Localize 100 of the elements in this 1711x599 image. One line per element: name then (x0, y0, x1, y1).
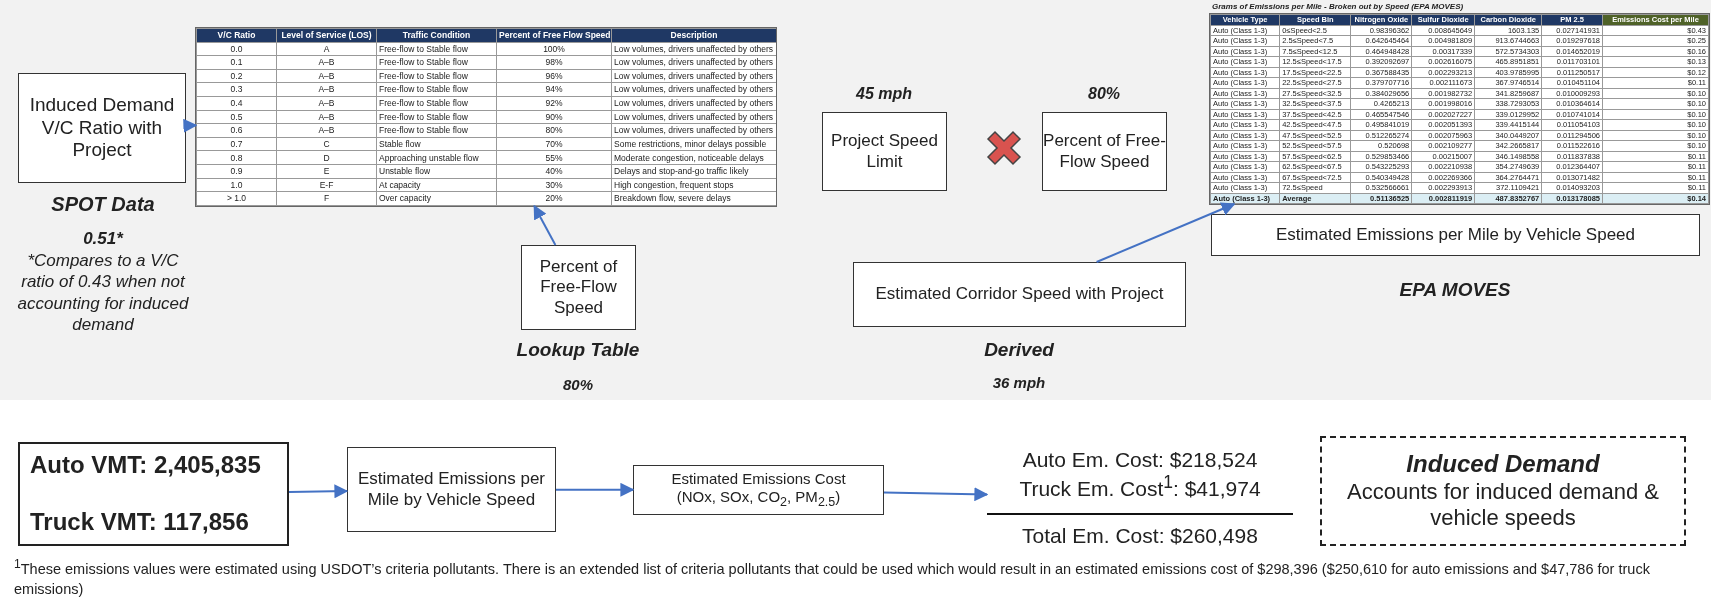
table-cell: Some restrictions, minor delays possible (611, 137, 777, 151)
table-cell: 40% (496, 164, 612, 179)
table-cell: Breakdown flow, severe delays (611, 191, 777, 206)
process-box (347, 447, 556, 532)
node-text: Induced Demand V/C Ratio with Project (28, 93, 176, 163)
table-cell: Stable flow (376, 137, 497, 151)
node-text: Project Speed Limit (830, 131, 939, 172)
node-text: Estimated Emissions per Mile by Vehicle Speed (1275, 224, 1636, 246)
node-text: Percent of Free-Flow Speed (1043, 131, 1166, 172)
table-cell: 20% (496, 191, 612, 206)
table-cell: 55% (496, 151, 612, 165)
process-box (633, 465, 884, 515)
table-cell: 0.7 (196, 137, 277, 151)
source-label: EPA MOVES (1399, 278, 1511, 302)
node-text: Estimated Emissions per Mile by Vehicle Speed (356, 469, 547, 510)
table-cell: Unstable flow (376, 164, 497, 179)
table-cell: 0.2 (196, 69, 277, 83)
table-cell: Delays and stop-and-go traffic likely (611, 164, 777, 179)
table-cell: 98% (496, 55, 612, 70)
table-cell: C (276, 137, 377, 151)
result-summary (987, 450, 1293, 545)
table-cell: Low volumes, drivers unaffected by others (611, 110, 777, 124)
table-cell: Approaching unstable flow (376, 151, 497, 165)
table-cell: Low volumes, drivers unaffected by others (611, 96, 777, 111)
table-cell: Low volumes, drivers unaffected by others (611, 69, 777, 83)
table-cell: Low volumes, drivers unaffected by others (611, 55, 777, 70)
arrow (183, 118, 198, 133)
note-box (1320, 436, 1686, 546)
table-cell: Free-flow to Stable flow (376, 69, 497, 83)
table-cell: 90% (496, 110, 612, 124)
column-header: Level of Service (LOS) (276, 28, 377, 43)
process-box (18, 442, 289, 546)
table-cell: 92% (496, 96, 612, 111)
column-header: Percent of Free Flow Speed (496, 28, 612, 43)
table-cell: F (276, 191, 377, 206)
node-text: Accounts for induced demand & vehicle speeds (1346, 479, 1660, 532)
table-cell: 0.1 (196, 55, 277, 70)
table-cell: A–B (276, 82, 377, 97)
arrow (533, 204, 557, 246)
table-cell: Free-flow to Stable flow (376, 55, 497, 70)
table-cell: 1.0 (196, 178, 277, 192)
process-box (521, 245, 636, 330)
table-cell: At capacity (376, 178, 497, 192)
table-cell: 100% (496, 42, 612, 56)
node-text: Auto Em. Cost: $218,524 (1022, 446, 1258, 472)
value-label: 0.51* (83, 228, 123, 250)
arrow (1095, 202, 1236, 263)
table-cell: 0.9 (196, 164, 277, 179)
table-cell: 0.5 (196, 110, 277, 124)
table-cell: Low volumes, drivers unaffected by others (611, 42, 777, 56)
table-cell: A–B (276, 55, 377, 70)
value-label: 36 mph (992, 374, 1046, 393)
source-label: Derived (984, 338, 1054, 362)
column-header: Description (611, 28, 777, 43)
table-cell: Moderate congestion, noticeable delays (611, 151, 777, 165)
table-cell: 0.0 (196, 42, 277, 56)
table-cell: 70% (496, 137, 612, 151)
column-header: Traffic Condition (376, 28, 497, 43)
data-table (1210, 14, 1709, 204)
process-box (1042, 112, 1167, 191)
table-cell: Low volumes, drivers unaffected by others (611, 82, 777, 97)
table-cell: 0.4 (196, 96, 277, 111)
column-header: V/C Ratio (196, 28, 277, 43)
footnote: $^{1}$These emissions values were estimated using USDOT’s criteria pollutants. There is an extended list of criteria pollutants that could be used which would result in an estimated emissions cost of $298,396 ($250,610 for auto emissions and $47,786 for truck emissions) (14, 556, 1651, 599)
table-cell: Over capacity (376, 191, 497, 206)
table-cell: 0.6 (196, 123, 277, 138)
table-cell: A–B (276, 123, 377, 138)
table-cell: A (276, 42, 377, 56)
table-cell: D (276, 151, 377, 165)
source-label: Lookup Table (516, 338, 640, 362)
process-box (853, 262, 1186, 327)
table-cell: Low volumes, drivers unaffected by others (611, 123, 777, 138)
source-label: 80% (1088, 84, 1120, 104)
value-label: 80% (563, 376, 593, 395)
table-cell: 80% (496, 123, 612, 138)
table-cell: E-F (276, 178, 377, 192)
table-cell: E (276, 164, 377, 179)
node-text: Auto VMT: 2,405,835 (30, 451, 261, 480)
table-cell: Free-flow to Stable flow (376, 42, 497, 56)
source-label: 45 mph (856, 84, 912, 104)
table-cell: Free-flow to Stable flow (376, 96, 497, 111)
table-cell: A–B (276, 110, 377, 124)
arrow (883, 487, 989, 502)
node-text: Truck VMT: 117,856 (30, 508, 249, 537)
table-cell: 0.8 (196, 151, 277, 165)
arrow (288, 484, 349, 499)
node-text: (NOx, SOx, CO$_{2}$, PM$_{2.5}$) (676, 488, 841, 510)
table-cell: 0.3 (196, 82, 277, 97)
table-cell: 96% (496, 69, 612, 83)
node-text: Truck Em. Cost$^{1}$: $41,974 (1019, 471, 1261, 502)
source-label: SPOT Data (51, 192, 155, 217)
table-cell: Free-flow to Stable flow (376, 82, 497, 97)
data-table (196, 28, 776, 206)
table-cell: A–B (276, 96, 377, 111)
value-label: *Compares to a V/C ratio of 0.43 when not accounting for induced demand (16, 250, 190, 335)
arrow (555, 482, 635, 497)
process-box (1211, 214, 1700, 256)
table-cell: High congestion, frequent stops (611, 178, 777, 192)
node-text: Total Em. Cost: $260,498 (987, 513, 1293, 549)
table-cell: 30% (496, 178, 612, 192)
